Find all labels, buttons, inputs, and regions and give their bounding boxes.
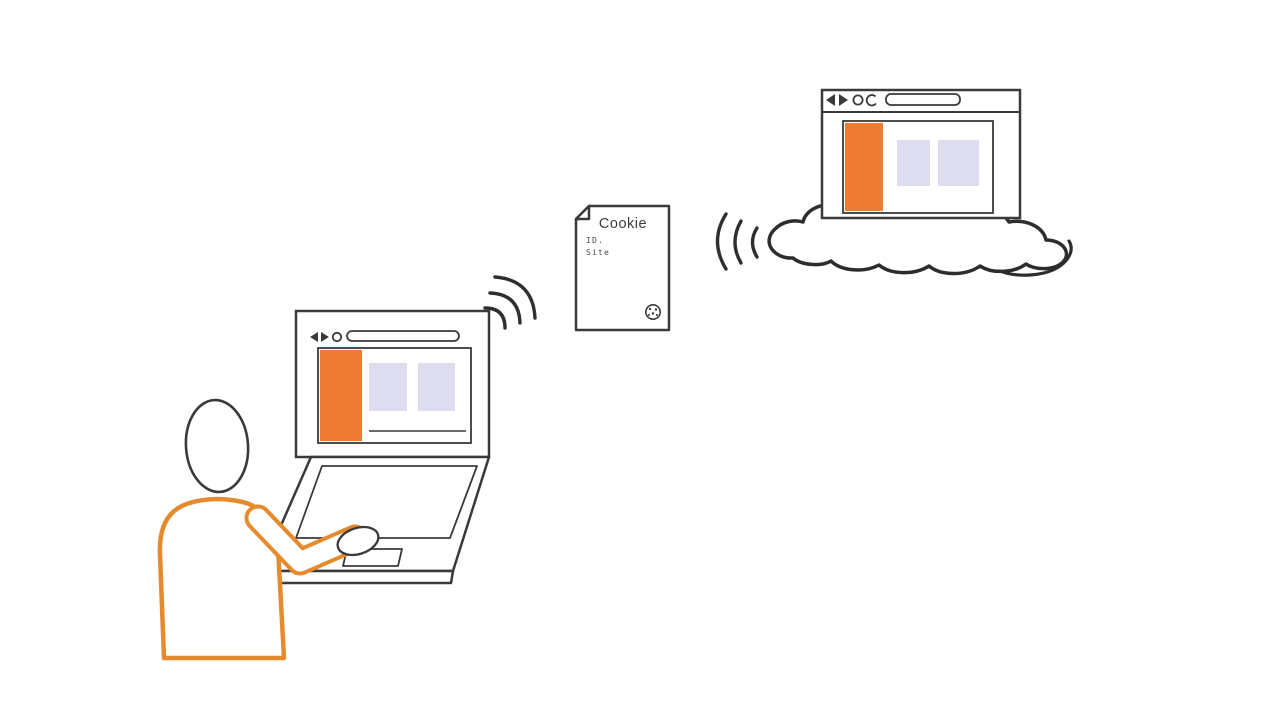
stop-icon xyxy=(331,331,343,343)
sidebar-block xyxy=(320,350,362,441)
stop-icon xyxy=(852,94,864,106)
wave-icon xyxy=(483,306,507,330)
refresh-icon xyxy=(865,94,877,107)
cookie-title: Cookie xyxy=(599,216,647,232)
address-bar xyxy=(346,330,460,342)
cloud-shadow-line xyxy=(998,239,1073,277)
cookie-field-site: Site xyxy=(586,248,610,257)
touchpad xyxy=(342,548,403,567)
wave-icon xyxy=(488,291,522,325)
laptop-front-edge xyxy=(257,569,455,585)
wave-icon xyxy=(750,226,759,259)
cookie-icon xyxy=(644,303,661,320)
content-placeholder xyxy=(418,363,455,411)
address-bar xyxy=(885,93,961,106)
person-head xyxy=(184,398,250,494)
forward-icon xyxy=(321,332,329,342)
page-content-frame xyxy=(842,120,994,214)
back-icon xyxy=(310,332,318,342)
forward-icon xyxy=(839,94,848,106)
keyboard-area xyxy=(295,465,478,539)
wave-icon xyxy=(715,212,728,271)
signal-waves-right xyxy=(715,212,759,271)
back-icon xyxy=(826,94,835,106)
laptop xyxy=(257,309,491,585)
wave-icon xyxy=(493,275,537,320)
content-placeholder xyxy=(938,140,979,186)
signal-waves-left xyxy=(483,275,537,330)
wave-icon xyxy=(733,219,743,265)
page-content-frame xyxy=(317,347,472,444)
person-figure xyxy=(157,398,380,661)
cookie-document: Cookie ID. Site xyxy=(574,204,671,332)
sidebar-block xyxy=(845,123,883,211)
content-placeholder xyxy=(369,363,407,411)
page-fold-corner xyxy=(574,204,591,221)
person-hand xyxy=(336,525,380,557)
content-placeholder xyxy=(897,140,930,186)
cloud-browser-window xyxy=(820,88,1022,220)
cookie-field-id: ID. xyxy=(586,236,604,245)
